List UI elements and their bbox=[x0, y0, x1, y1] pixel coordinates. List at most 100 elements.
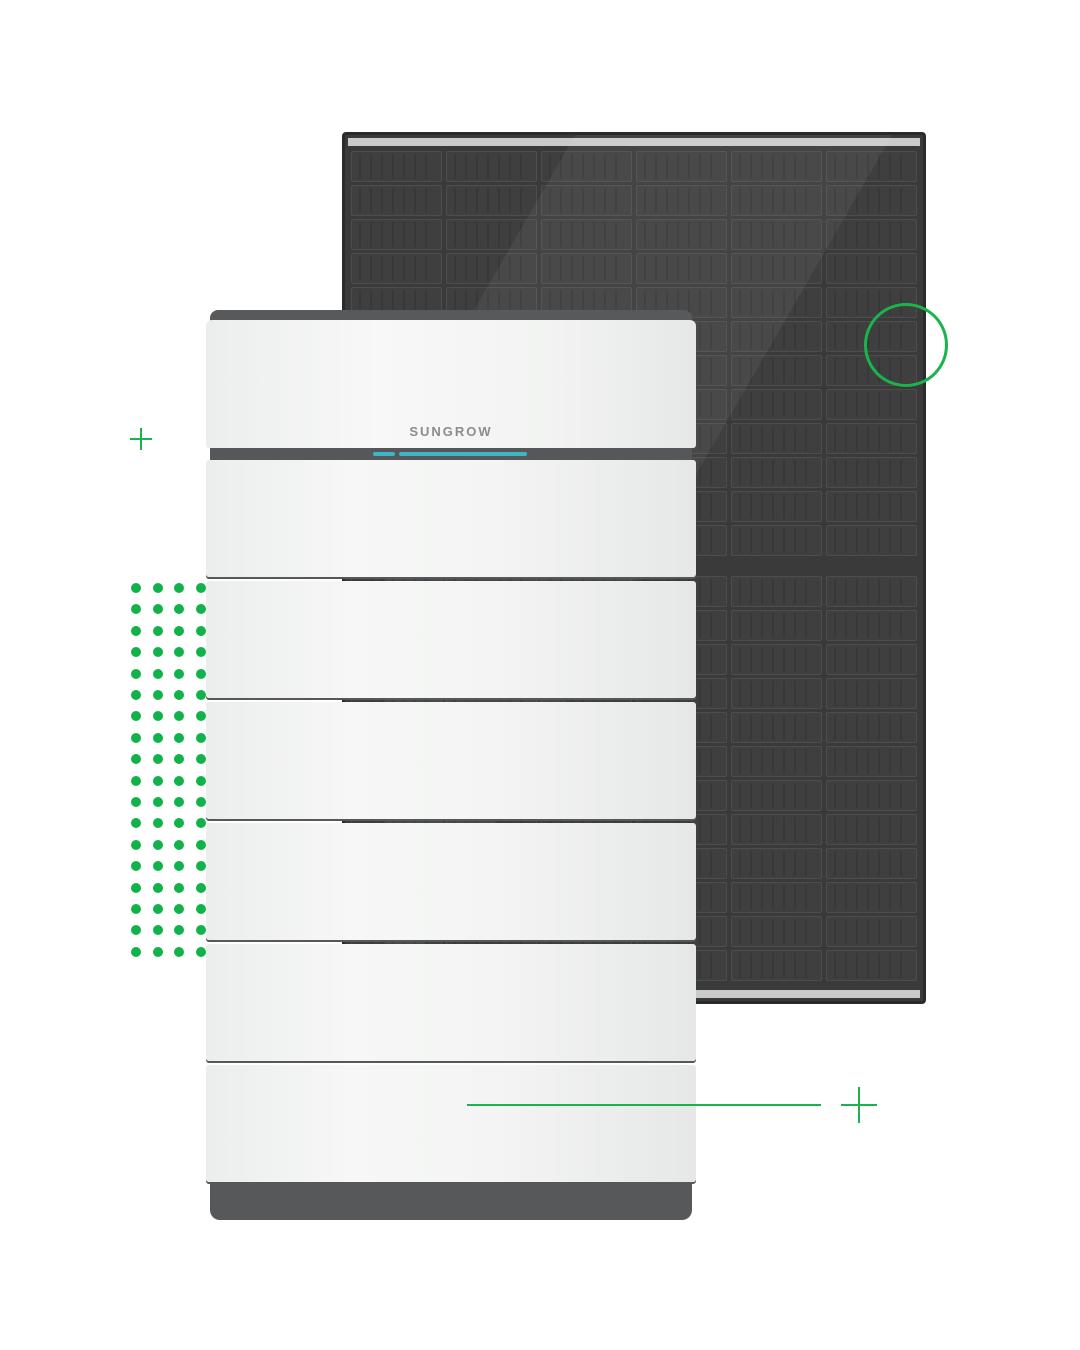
dot bbox=[131, 647, 141, 658]
solar-cell bbox=[731, 423, 822, 454]
dot bbox=[152, 690, 163, 700]
battery-module bbox=[206, 702, 696, 819]
dot bbox=[152, 946, 163, 957]
solar-cell bbox=[826, 423, 917, 454]
dot-grid bbox=[128, 579, 214, 963]
dot bbox=[152, 818, 163, 829]
dot bbox=[195, 946, 206, 957]
solar-cell bbox=[636, 185, 727, 216]
dot bbox=[195, 732, 206, 743]
solar-cell bbox=[826, 678, 917, 709]
solar-cell bbox=[826, 746, 917, 777]
dot bbox=[174, 732, 184, 743]
solar-cell bbox=[731, 491, 822, 522]
dot bbox=[131, 946, 141, 957]
dot bbox=[131, 668, 141, 679]
solar-cell bbox=[636, 253, 727, 284]
dot bbox=[152, 625, 163, 636]
dot bbox=[174, 861, 184, 872]
dot bbox=[195, 904, 206, 914]
dot bbox=[131, 754, 141, 765]
dot bbox=[174, 797, 184, 807]
solar-cell bbox=[731, 525, 822, 556]
solar-cell bbox=[826, 219, 917, 250]
accent-line bbox=[467, 1104, 821, 1106]
solar-cell bbox=[826, 610, 917, 641]
dot bbox=[174, 647, 184, 658]
dot bbox=[152, 711, 163, 722]
solar-cell bbox=[731, 780, 822, 811]
dot bbox=[152, 839, 163, 850]
dot bbox=[131, 711, 141, 722]
dot bbox=[131, 797, 141, 807]
dot bbox=[174, 754, 184, 765]
solar-cell bbox=[826, 457, 917, 488]
inverter-unit: SUNGROW bbox=[206, 320, 696, 448]
dot bbox=[174, 818, 184, 829]
dot bbox=[195, 818, 206, 829]
dot bbox=[195, 775, 206, 786]
solar-cell bbox=[541, 253, 632, 284]
solar-cell bbox=[446, 253, 537, 284]
solar-cell bbox=[541, 185, 632, 216]
dot bbox=[195, 882, 206, 893]
dot bbox=[174, 604, 184, 615]
battery-module bbox=[206, 944, 696, 1061]
dot bbox=[131, 818, 141, 829]
solar-cell bbox=[826, 253, 917, 284]
battery-module bbox=[206, 823, 696, 940]
solar-cell bbox=[351, 253, 442, 284]
solar-cell bbox=[731, 576, 822, 607]
dot bbox=[174, 668, 184, 679]
status-led-long bbox=[399, 452, 527, 456]
solar-cell bbox=[731, 219, 822, 250]
dot bbox=[195, 925, 206, 936]
solar-cell bbox=[731, 287, 822, 318]
dot bbox=[152, 668, 163, 679]
dot bbox=[131, 583, 141, 593]
dot bbox=[131, 775, 141, 786]
solar-cell bbox=[731, 814, 822, 845]
battery-stack: SUNGROW bbox=[206, 310, 696, 1220]
brand-logo: SUNGROW bbox=[409, 424, 493, 439]
solar-cell bbox=[731, 253, 822, 284]
solar-cell bbox=[446, 219, 537, 250]
dot bbox=[195, 668, 206, 679]
ring-icon bbox=[864, 303, 948, 387]
dot bbox=[131, 882, 141, 893]
dot bbox=[152, 754, 163, 765]
dot bbox=[174, 946, 184, 957]
dot bbox=[131, 625, 141, 636]
dot bbox=[152, 797, 163, 807]
solar-cell bbox=[826, 712, 917, 743]
dot bbox=[152, 583, 163, 593]
solar-cell bbox=[731, 882, 822, 913]
solar-cell bbox=[636, 219, 727, 250]
solar-cell bbox=[826, 882, 917, 913]
dot bbox=[195, 690, 206, 700]
solar-cell bbox=[351, 151, 442, 182]
solar-cell bbox=[731, 950, 822, 981]
status-led-short bbox=[373, 452, 395, 456]
dot bbox=[195, 861, 206, 872]
solar-cell bbox=[541, 151, 632, 182]
dot bbox=[131, 925, 141, 936]
dot bbox=[131, 690, 141, 700]
dot bbox=[174, 690, 184, 700]
solar-cell bbox=[826, 151, 917, 182]
battery-module bbox=[206, 460, 696, 577]
solar-cell bbox=[826, 848, 917, 879]
dot bbox=[152, 925, 163, 936]
solar-cell bbox=[351, 185, 442, 216]
solar-cell bbox=[636, 151, 727, 182]
battery-module bbox=[206, 1065, 696, 1182]
solar-cell bbox=[826, 389, 917, 420]
solar-cell bbox=[731, 916, 822, 947]
dot bbox=[152, 647, 163, 658]
solar-cell bbox=[731, 185, 822, 216]
solar-cell bbox=[731, 644, 822, 675]
solar-cell bbox=[826, 185, 917, 216]
dot bbox=[174, 583, 184, 593]
solar-cell bbox=[731, 151, 822, 182]
solar-cell bbox=[731, 712, 822, 743]
